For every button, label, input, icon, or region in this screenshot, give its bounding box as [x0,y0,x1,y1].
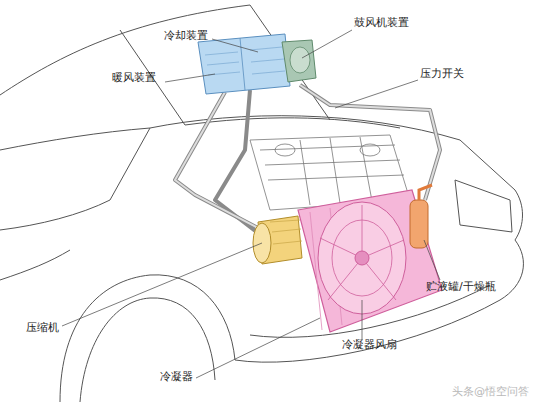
part-label: 冷却装置 [164,29,208,42]
pipe [215,90,262,236]
compressor-ribs [270,220,302,244]
heater-evaporator-unit [198,34,290,94]
leader-line [424,240,440,280]
fan-blades [320,205,404,300]
leader-line [335,80,418,108]
condenser [298,190,442,332]
leader-line [212,39,258,52]
pipe-highlight [175,92,258,228]
unit-divider [240,38,245,90]
fan-shroud [318,202,406,314]
blower-unit [282,40,316,82]
wheel-arch [60,275,235,402]
liquid-pipe [300,85,440,200]
part-label: 压力开关 [420,67,464,80]
condenser-core [298,190,442,332]
body-crease [0,250,70,280]
pipe-highlight [300,85,440,200]
leader-line [62,243,262,326]
leader-line [165,74,215,82]
part-label: 鼓风机装置 [354,16,409,29]
watermark: 头条@悟空问答 [452,385,529,398]
leader-line [196,318,320,378]
car-outline [0,5,523,402]
blower-wheel [290,47,310,73]
receiver-dryer [410,185,432,248]
leader-line [302,30,352,58]
compressor [253,216,302,264]
fan-hub [355,251,369,265]
fan-spoke [320,205,404,300]
part-label: 暖风装置 [112,71,156,84]
blower-box [282,40,316,82]
dryer-bottle [410,200,428,248]
leader-lines [62,30,440,378]
engine-detail [260,145,395,150]
part-label: 冷凝器 [160,370,193,383]
engine-detail [360,144,380,156]
cowl-line [185,118,400,128]
part-label: 压缩机 [26,321,59,334]
heater-box [198,34,290,94]
dryer-pipe [419,185,432,200]
part-label: 冷凝器风扇 [342,338,397,351]
leader-line [362,300,363,340]
tire-line [80,298,215,402]
part-label: 贮液罐/干燥瓶 [426,280,496,293]
core-fins [205,47,285,75]
door-line [0,128,150,150]
headlight [455,180,512,232]
suction-pipe [175,92,258,228]
engine-detail [275,144,295,156]
fender-line [0,128,150,230]
fan-ring [332,220,392,296]
engine-detail [265,160,400,165]
